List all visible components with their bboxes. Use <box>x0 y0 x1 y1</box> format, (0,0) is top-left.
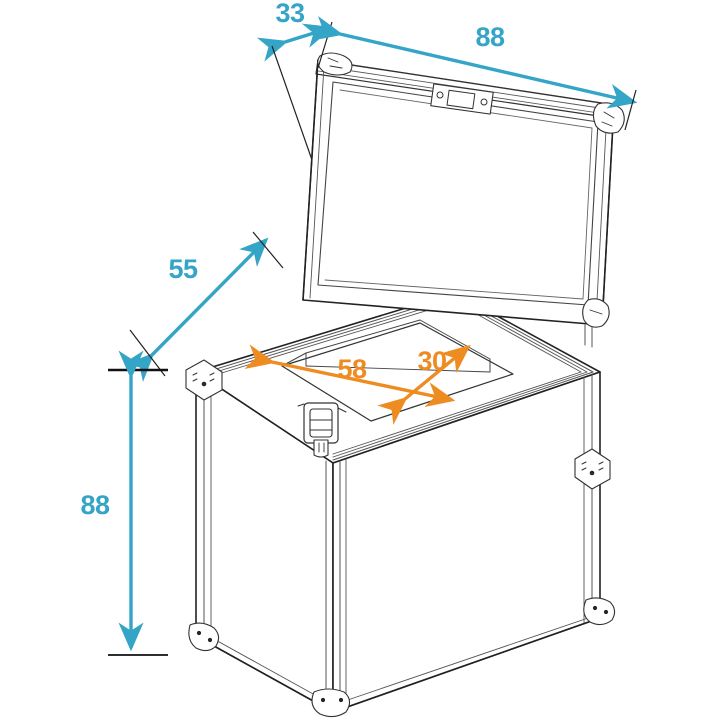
ball-corner-bottom-left <box>188 622 220 652</box>
dimension-depth <box>125 231 284 382</box>
dimension-label-lid-depth: 33 <box>275 0 305 28</box>
dimension-label-depth: 55 <box>168 254 198 284</box>
corner-bracket-front-right <box>574 448 611 490</box>
case-body <box>195 292 601 713</box>
dimension-inner-width <box>377 344 471 425</box>
dimension-height <box>108 350 168 656</box>
ball-corner-bottom-right <box>583 597 616 626</box>
dimension-label-height: 88 <box>80 490 110 520</box>
ball-corner-bottom-center <box>311 688 351 718</box>
dimension-width <box>312 15 638 131</box>
dimension-label-inner-width: 30 <box>417 346 446 376</box>
dimension-label-inner-length: 58 <box>337 354 367 384</box>
dimension-lid-depth <box>256 21 334 161</box>
dimension-label-width: 88 <box>475 22 505 52</box>
butterfly-latch <box>297 402 347 458</box>
hinge-right-rear <box>582 298 610 348</box>
